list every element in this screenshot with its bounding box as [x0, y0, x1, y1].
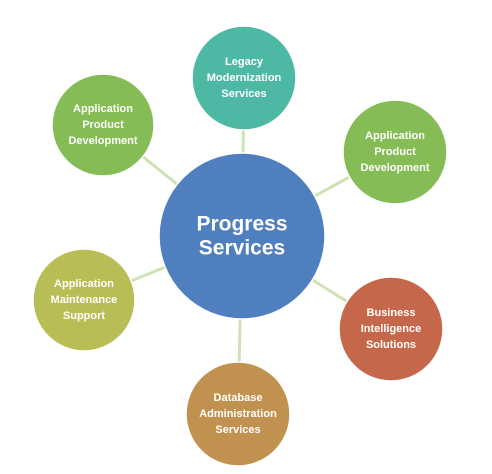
node-application-product-development-left-label-line: Application: [73, 103, 133, 115]
hub-progress-services-circle: [158, 152, 326, 320]
node-business-intelligence-solutions-label-line: Intelligence: [361, 323, 422, 335]
connector-database-administration-services: [237, 318, 242, 363]
node-application-product-development-left-circle: [51, 73, 155, 177]
hub-progress-services-label-line: Services: [199, 237, 285, 260]
connector-application-product-development-right: [314, 175, 351, 198]
node-application-maintenance-support-label-line: Maintenance: [51, 294, 118, 306]
connector-application-product-development-left: [141, 155, 179, 186]
connectors: [130, 129, 351, 363]
node-application-maintenance-support-label-line: Support: [63, 310, 105, 322]
connector-business-intelligence-solutions: [311, 278, 348, 303]
node-application-product-development-right-label-line: Product: [374, 146, 416, 158]
node-database-administration-services-label-line: Administration: [199, 408, 277, 420]
node-application-maintenance-support-label-line: Application: [54, 278, 114, 290]
node-application-product-development-right-circle: [342, 99, 448, 205]
node-legacy-modernization-services-label-line: Legacy: [225, 56, 264, 68]
node-legacy-modernization-services-label-line: Modernization: [207, 72, 282, 84]
node-legacy-modernization-services-circle: [191, 25, 297, 131]
node-application-product-development-left-label-line: Product: [82, 119, 124, 131]
nodes: LegacyModernizationServicesApplicationPr…: [32, 25, 448, 467]
node-application-product-development-right-label-line: Development: [360, 162, 429, 174]
node-database-administration-services-circle: [185, 361, 291, 467]
hub-progress-services-label-line: Progress: [196, 213, 287, 236]
node-business-intelligence-solutions-circle: [338, 276, 444, 382]
node-application-maintenance-support-circle: [32, 248, 136, 352]
node-business-intelligence-solutions-label-line: Solutions: [366, 339, 416, 351]
node-database-administration-services-label-line: Services: [215, 424, 260, 436]
node-legacy-modernization-services-label-line: Services: [221, 88, 266, 100]
node-application-product-development-right-label-line: Application: [365, 130, 425, 142]
connector-application-maintenance-support: [130, 265, 166, 283]
node-business-intelligence-solutions-label-line: Business: [367, 307, 416, 319]
node-database-administration-services-label-line: Database: [214, 392, 263, 404]
node-application-product-development-left-label-line: Development: [68, 135, 137, 147]
